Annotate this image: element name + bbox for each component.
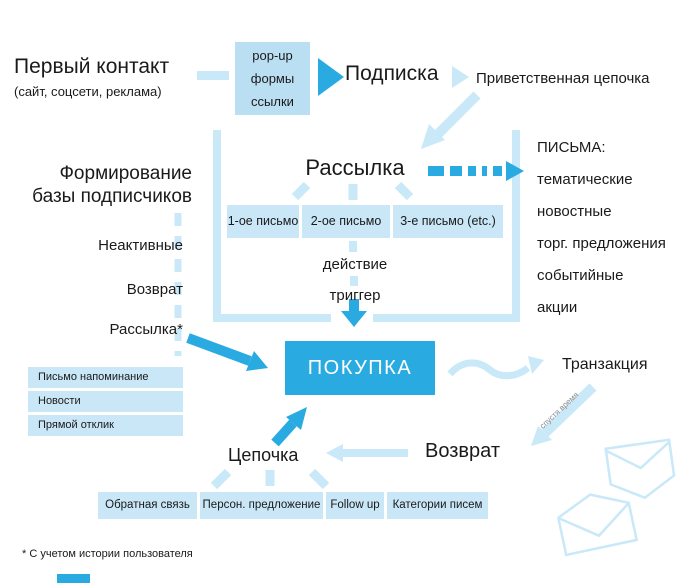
- letters-panel-item: акции: [537, 299, 578, 316]
- letters-panel-title: ПИСЬМА:: [537, 139, 606, 156]
- subscription-label: Подписка: [345, 62, 439, 85]
- reminder-row: Новости: [28, 391, 183, 412]
- trigger-dash: [350, 276, 358, 286]
- chain-fan-mark: [308, 468, 330, 490]
- arrow-transaction-to-return: [531, 383, 597, 446]
- chain-box-feedback: Обратная связь: [98, 492, 197, 519]
- chain-label: Цепочка: [228, 445, 299, 465]
- mailing-fan-mark: [291, 181, 311, 201]
- arrow-trigger-to-purchase: [341, 299, 367, 327]
- return-label: Возврат: [425, 440, 500, 462]
- chain-fan-mark: [210, 468, 232, 490]
- letters-panel-item: новостные: [537, 203, 612, 220]
- arrow-mailing-star-to-purchase: [186, 333, 268, 371]
- letter-box-3: 3-е письмо (etc.): [393, 205, 503, 238]
- dashed-arrow-mailing-to-letters: [428, 161, 524, 181]
- popup-line: формы: [250, 71, 295, 86]
- arrow-chain-to-purchase: [271, 407, 307, 447]
- letters-panel-item: торг. предложения: [537, 235, 666, 252]
- envelope-icon: [604, 438, 676, 500]
- left-item-inactive: Неактивные: [98, 237, 183, 254]
- purchase-box: ПОКУПКА: [285, 341, 435, 395]
- chain-box-personal-offer: Персон. предложение: [200, 492, 323, 519]
- footnote: * С учетом истории пользователя: [22, 548, 193, 560]
- popup-line: ссылки: [251, 94, 294, 109]
- trigger-label: триггер: [329, 287, 381, 304]
- letters-panel-item: событийные: [537, 267, 624, 284]
- first-contact-subtitle: (сайт, соцсети, реклама): [14, 84, 162, 99]
- reminder-row: Прямой отклик: [28, 415, 183, 436]
- welcome-chain-label: Приветственная цепочка: [476, 70, 650, 87]
- letters-panel-item: тематические: [537, 171, 633, 188]
- subscriber-base-title: Формирование базы подписчиков: [32, 163, 192, 207]
- chain-box-letter-categories: Категории писем: [387, 492, 488, 519]
- popup-forms-box: pop-up формы ссылки: [235, 42, 310, 115]
- letter-box-2: 2-ое письмо: [302, 205, 390, 238]
- first-contact-title: Первый контакт: [14, 55, 170, 78]
- arrow-welcome-to-mailing: [421, 91, 481, 149]
- letter-box-1: 1-ое письмо: [227, 205, 299, 238]
- left-item-return: Возврат: [126, 281, 183, 298]
- action-label: действие: [322, 256, 388, 273]
- transaction-label: Транзакция: [562, 356, 648, 373]
- chain-box-follow-up: Follow up: [326, 492, 384, 519]
- mailing-bracket: [213, 130, 520, 322]
- connector-dash: [197, 71, 229, 80]
- curve-purchase-to-transaction: [447, 356, 544, 380]
- mailing-title: Рассылка: [305, 155, 405, 180]
- popup-line: pop-up: [252, 48, 293, 63]
- left-item-mailing-star: Рассылка*: [109, 321, 183, 338]
- letters-panel: ПИСЬМА: тематические новостные торг. пре…: [537, 132, 666, 324]
- bottom-accent-mark: [57, 574, 90, 583]
- mailing-fan-mark: [394, 181, 414, 201]
- arrow-return-to-chain: [326, 444, 408, 462]
- small-triangle-icon: [452, 66, 469, 88]
- trigger-dash: [349, 241, 357, 252]
- reminder-row: Письмо напоминание: [28, 367, 183, 388]
- envelope-icon: [556, 493, 639, 557]
- play-triangle-icon: [318, 58, 344, 96]
